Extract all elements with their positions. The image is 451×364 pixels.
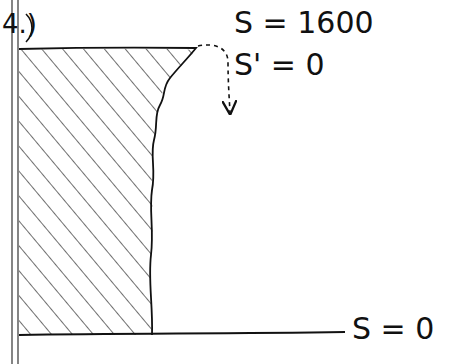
equation-label: S = 0 — [352, 312, 434, 345]
equation-label: S' = 0 — [234, 48, 325, 81]
equation-label: S = 1600 — [234, 6, 374, 39]
problem-number: 4.) — [2, 10, 37, 39]
wall-line — [11, 0, 12, 364]
dotted-arrow — [198, 45, 230, 112]
hatched-region — [19, 49, 196, 335]
surface-outline — [19, 48, 196, 335]
ground-line — [19, 332, 345, 335]
wall-line — [17, 0, 18, 364]
